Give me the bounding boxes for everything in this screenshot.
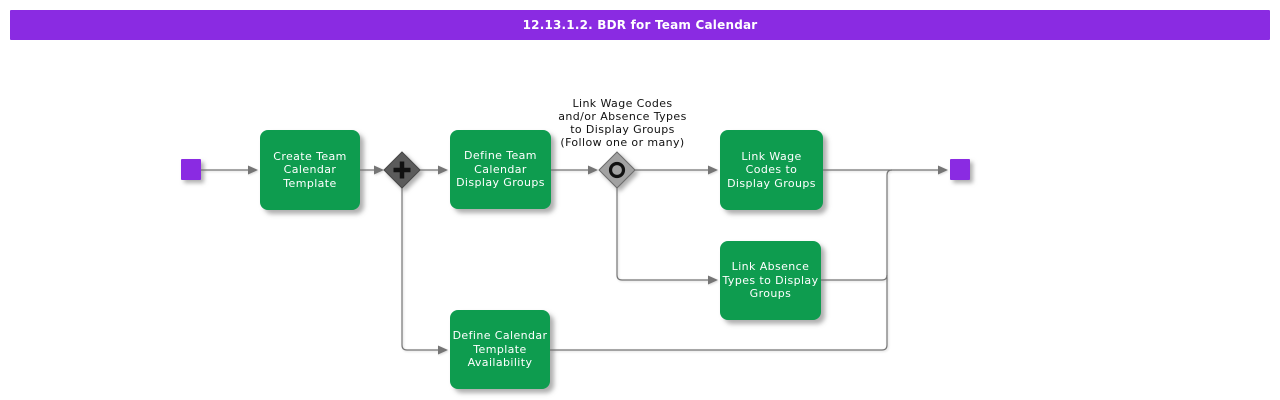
arrowhead-icon <box>938 165 948 175</box>
start-event <box>181 159 201 180</box>
flow-connectors <box>201 165 948 355</box>
connector <box>616 187 708 281</box>
inclusive-gateway-icon <box>598 151 636 189</box>
arrowhead-icon <box>588 165 598 175</box>
activity-label: Link Absence Types to Display Groups <box>722 260 819 301</box>
activity-link-wage-codes-to-display-groups: Link Wage Codes to Display Groups <box>720 130 823 210</box>
connector <box>821 274 888 281</box>
title-bar: 12.13.1.2. BDR for Team Calendar <box>10 10 1270 40</box>
arrowhead-icon <box>374 165 384 175</box>
arrowhead-icon <box>708 275 718 285</box>
activity-create-team-calendar-template: Create Team Calendar Template <box>260 130 360 210</box>
parallel-gateway-icon <box>383 151 421 189</box>
arrowhead-icon <box>438 345 448 355</box>
arrowhead-icon <box>438 165 448 175</box>
activity-label: Link Wage Codes to Display Groups <box>727 149 816 190</box>
activity-define-calendar-template-availability: Define Calendar Template Availability <box>450 310 550 389</box>
activity-label: Define Calendar Template Availability <box>452 329 548 370</box>
activity-label: Create Team Calendar Template <box>273 149 347 190</box>
end-event <box>950 159 970 180</box>
flow-annotation: Link Wage Codes and/or Absence Types to … <box>558 97 687 149</box>
activity-label: Define Team Calendar Display Groups <box>456 149 545 190</box>
activity-link-absence-types-to-display-groups: Link Absence Types to Display Groups <box>720 241 821 320</box>
diagram-title: 12.13.1.2. BDR for Team Calendar <box>522 18 758 32</box>
arrowhead-icon <box>708 165 718 175</box>
connector <box>550 169 893 351</box>
connector <box>401 187 438 351</box>
activity-define-team-calendar-display-groups: Define Team Calendar Display Groups <box>450 130 551 209</box>
arrowhead-icon <box>248 165 258 175</box>
